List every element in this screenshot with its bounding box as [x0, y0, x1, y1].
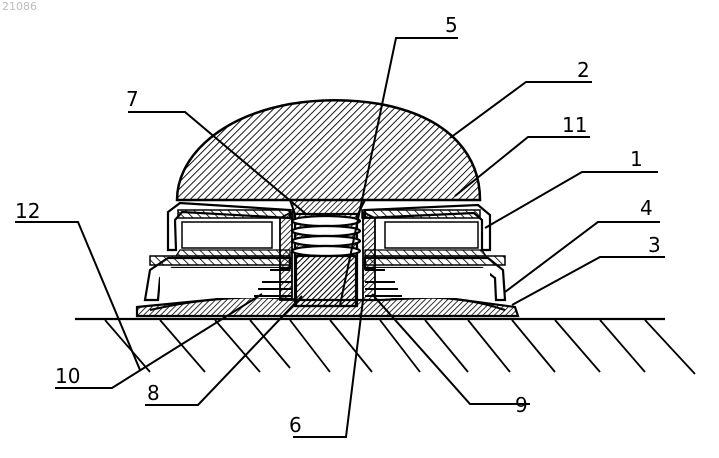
label-9: 9 — [515, 393, 528, 417]
label-3: 3 — [648, 233, 661, 257]
ground-surface — [75, 319, 695, 374]
label-12: 12 — [15, 199, 40, 223]
label-7: 7 — [126, 87, 139, 111]
label-10: 10 — [55, 364, 80, 388]
watermark-text: 21086 — [2, 0, 37, 13]
label-8: 8 — [147, 381, 160, 405]
label-11: 11 — [562, 113, 587, 137]
label-1: 1 — [630, 147, 643, 171]
label-2: 2 — [577, 58, 590, 82]
label-5: 5 — [445, 13, 458, 37]
dome-cap — [177, 100, 480, 200]
label-4: 4 — [640, 196, 653, 220]
dome-hub — [290, 200, 365, 214]
label-6: 6 — [289, 413, 302, 437]
